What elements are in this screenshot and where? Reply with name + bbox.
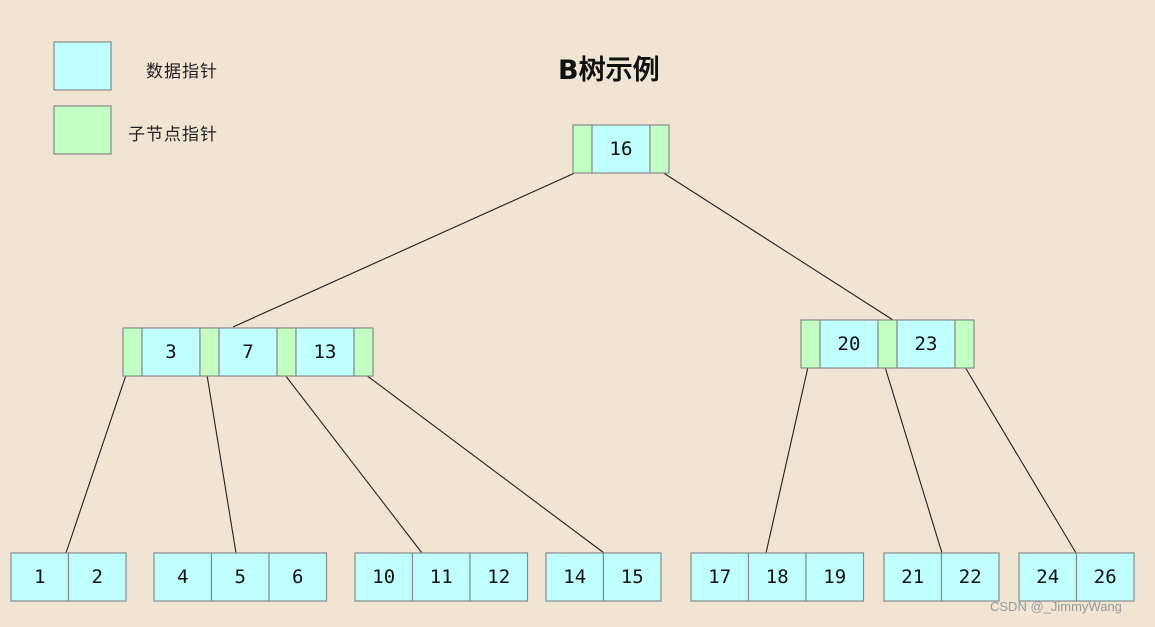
- data-key-cell: [469, 552, 529, 602]
- data-key-cell: [153, 552, 213, 602]
- child-pointer-cell: [877, 319, 898, 369]
- key-label: 7: [242, 341, 253, 363]
- key-label: 4: [177, 566, 188, 588]
- key-label: 1: [34, 566, 45, 588]
- key-label: 12: [487, 566, 510, 588]
- key-label: 3: [165, 341, 176, 363]
- root-node: 16: [572, 124, 670, 174]
- edge-root-left: [232, 171, 578, 328]
- edge-n7-leaf2: [206, 374, 237, 554]
- data-key-cell: [545, 552, 605, 602]
- key-label: 23: [915, 333, 938, 355]
- key-label: 16: [610, 138, 633, 160]
- data-key-cell: [1075, 552, 1135, 602]
- legend-label-data-pointer: 数据指针: [146, 62, 218, 82]
- child-pointer-cell: [572, 124, 593, 174]
- child-pointer-cell: [199, 327, 220, 377]
- data-key-cell: [67, 552, 127, 602]
- leaf-node: 24 26: [1018, 552, 1135, 602]
- leaf-node: 4 5 6: [153, 552, 328, 602]
- leaf-node: 10 11 12: [354, 552, 529, 602]
- key-label: 26: [1094, 566, 1117, 588]
- diagram-title: B树示例: [558, 55, 660, 86]
- legend-swatch-child-pointer: [53, 105, 112, 155]
- data-key-cell: [747, 552, 807, 602]
- key-label: 18: [766, 566, 789, 588]
- tree-edges: [65, 171, 1077, 554]
- data-key-cell: [602, 552, 662, 602]
- data-key-cell: [10, 552, 70, 602]
- internal-node-left: 3 7 13: [122, 327, 374, 377]
- data-key-cell: [690, 552, 750, 602]
- key-label: 13: [314, 341, 337, 363]
- data-key-cell: [896, 319, 956, 369]
- key-label: 14: [563, 566, 586, 588]
- child-pointer-cell: [954, 319, 975, 369]
- edge-n13r-leaf4: [365, 374, 605, 554]
- leaf-node: 17 18 19: [690, 552, 865, 602]
- key-label: 10: [372, 566, 395, 588]
- key-label: 24: [1036, 566, 1059, 588]
- key-label: 11: [430, 566, 453, 588]
- key-label: 17: [708, 566, 731, 588]
- data-key-cell: [819, 319, 879, 369]
- key-label: 19: [823, 566, 846, 588]
- leaf-node: 14 15: [545, 552, 662, 602]
- edge-n20-leaf5: [765, 366, 809, 554]
- leaf-node: 21 22: [883, 552, 1000, 602]
- data-key-cell: [940, 552, 1000, 602]
- child-pointer-cell: [649, 124, 670, 174]
- data-key-cell: [268, 552, 328, 602]
- child-pointer-cell: [122, 327, 143, 377]
- data-key-cell: [210, 552, 270, 602]
- watermark: CSDN @_JimmyWang: [990, 599, 1122, 614]
- edge-n23r-leaf7: [964, 366, 1077, 554]
- edge-root-right: [661, 171, 894, 321]
- key-label: 22: [959, 566, 982, 588]
- data-key-cell: [1018, 552, 1078, 602]
- key-label: 15: [621, 566, 644, 588]
- data-key-cell: [295, 327, 355, 377]
- data-key-cell: [218, 327, 278, 377]
- child-pointer-cell: [276, 327, 297, 377]
- key-label: 20: [838, 333, 861, 355]
- edge-n3-leaf1: [65, 374, 127, 554]
- key-label: 21: [901, 566, 924, 588]
- data-key-cell: [411, 552, 471, 602]
- edge-n13-leaf3: [284, 374, 423, 554]
- child-pointer-cell: [353, 327, 374, 377]
- data-key-cell: [805, 552, 865, 602]
- key-label: 2: [92, 566, 103, 588]
- key-label: 5: [235, 566, 246, 588]
- legend-swatch-data-pointer: [53, 41, 112, 91]
- child-pointer-cell: [800, 319, 821, 369]
- key-label: 6: [292, 566, 303, 588]
- legend-label-child-pointer: 子节点指针: [128, 125, 218, 145]
- edge-n23-leaf6: [884, 366, 943, 554]
- data-key-cell: [141, 327, 201, 377]
